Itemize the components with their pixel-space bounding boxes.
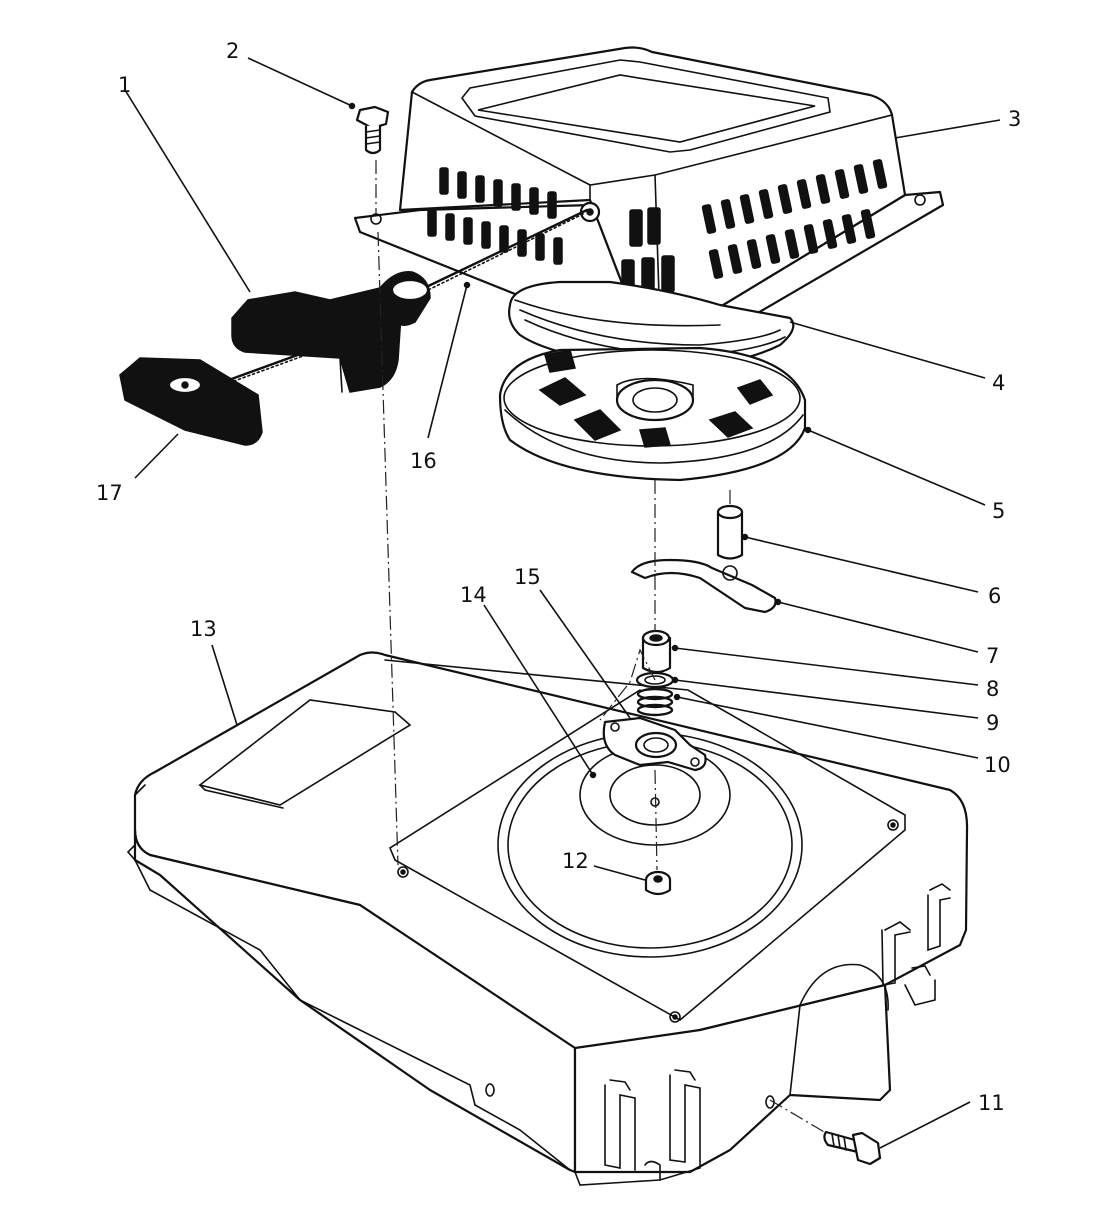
callout-8: 8 <box>986 677 999 701</box>
center-shaft-stack <box>635 629 675 717</box>
rope-handle-insert <box>119 357 263 446</box>
callout-16: 16 <box>410 449 437 473</box>
callout-7: 7 <box>986 644 999 668</box>
pawl <box>630 558 777 614</box>
callout-5: 5 <box>992 499 1005 523</box>
blower-housing <box>126 651 969 1186</box>
callout-13: 13 <box>190 617 217 641</box>
recoil-pulley <box>508 280 795 369</box>
callout-2: 2 <box>226 39 239 63</box>
callout-3: 3 <box>1008 107 1021 131</box>
callout-14: 14 <box>460 583 487 607</box>
callout-4: 4 <box>992 371 1005 395</box>
assembly-centerlines <box>375 160 827 1134</box>
callout-12: 12 <box>562 849 589 873</box>
callout-9: 9 <box>986 711 999 735</box>
callout-11: 11 <box>978 1091 1005 1115</box>
callout-1: 1 <box>118 73 131 97</box>
side-screw <box>823 1130 882 1166</box>
rope-handle-grip <box>231 271 431 393</box>
center-nut <box>644 870 672 896</box>
starter-reel <box>498 346 807 482</box>
callout-17: 17 <box>96 481 123 505</box>
pawl-pin <box>716 504 744 560</box>
callout-leaders <box>124 57 1001 1149</box>
callout-labels: 1 2 3 4 5 6 7 8 9 10 11 12 13 14 15 16 1… <box>96 39 1021 1115</box>
flange-screw-top <box>355 105 390 155</box>
callout-6: 6 <box>988 584 1001 608</box>
callout-15: 15 <box>514 565 541 589</box>
callout-10: 10 <box>984 753 1011 777</box>
retainer-plate <box>602 716 707 772</box>
